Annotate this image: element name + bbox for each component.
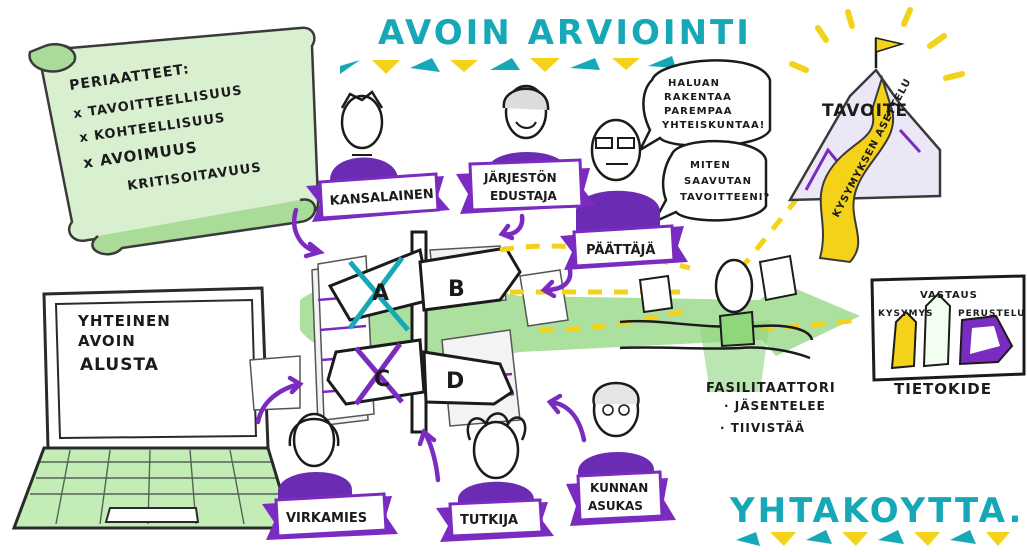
brand-underline-decoration [736, 530, 1010, 546]
crystal-perustelu: PERUSTELU [958, 309, 1025, 319]
role-org-line2: EDUSTAJA [490, 189, 558, 203]
goal-mountain: TAVOITE KYSYMYKSEN ASETTELU [787, 7, 965, 264]
facilitator-task-2: · TIIVISTÄÄ [720, 420, 805, 435]
speech-bubble-2: MITEN SAAVUTAN TAVOITTEENI? [651, 140, 770, 225]
laptop-platform: YHTEINEN AVOIN ALUSTA [11, 286, 295, 530]
role-decision-maker-label: PÄÄTTÄJÄ [586, 242, 655, 258]
brand-logo-text: YHTAKOYTTA.FI [729, 491, 1027, 531]
role-resident-line2: ASUKAS [588, 499, 643, 513]
bubble2-line1: MITEN [690, 160, 731, 171]
bubble1-line2: RAKENTAA [664, 92, 732, 103]
role-official-label: VIRKAMIES [286, 511, 367, 526]
knowledge-crystal: VASTAUS KYSYMYS PERUSTELU TIETOKIDE [870, 274, 1026, 398]
person-official [278, 412, 352, 506]
bubble1-line3: PAREMPAA [664, 106, 733, 117]
facilitator-figure: FASILITAATTORI · JÄSENTELEE · TIIVISTÄÄ [619, 254, 836, 435]
crystal-kysymys: KYSYMYS [878, 309, 933, 319]
title-group: AVOIN ARVIOINTI [340, 13, 752, 74]
role-researcher-label: TUTKIJA [460, 513, 518, 528]
goal-label: TAVOITE [822, 101, 908, 121]
platform-line-3: ALUSTA [80, 355, 159, 375]
role-citizen-label: KANSALAINEN [329, 187, 434, 209]
purple-arrows [255, 207, 587, 483]
person-municipal-resident [578, 381, 654, 486]
crystal-label: TIETOKIDE [894, 380, 992, 398]
diagram-title: AVOIN ARVIOINTI [378, 13, 752, 53]
principles-scroll: PERIAATTEET: x TAVOITTEELLISUUS x KOHTEE… [28, 26, 320, 256]
bubble1-line1: HALUAN [668, 78, 720, 89]
bubble2-line2: SAAVUTAN [684, 176, 752, 187]
bubble2-line3: TAVOITTEENI? [680, 192, 770, 203]
ribbon-municipal-resident: KUNNAN ASUKAS [566, 470, 676, 526]
platform-line-2: AVOIN [78, 332, 136, 350]
person-decision-maker [576, 118, 660, 232]
facilitator-task-1: · JÄSENTELEE [724, 398, 826, 413]
ribbon-official: VIRKAMIES [262, 492, 398, 540]
sign-c-label: C [374, 367, 391, 392]
sign-d-label: D [446, 369, 465, 394]
sign-b-label: B [448, 277, 466, 302]
ribbon-decision-maker: PÄÄTTÄJÄ [560, 224, 688, 270]
platform-line-1: YHTEINEN [77, 312, 171, 330]
brand-group: YHTAKOYTTA.FI [729, 491, 1027, 546]
signpost: A B C D [326, 230, 522, 434]
role-resident-line1: KUNNAN [590, 481, 648, 495]
role-org-line1: JÄRJESTÖN [483, 170, 557, 185]
sign-a-label: A [372, 281, 390, 306]
crystal-vastaus: VASTAUS [920, 290, 978, 301]
ribbon-citizen: KANSALAINEN [306, 172, 450, 222]
ribbon-researcher: TUTKIJA [436, 498, 554, 542]
ribbon-organization-rep: JÄRJESTÖN EDUSTAJA [456, 158, 596, 214]
speech-bubble-1: HALUAN RAKENTAA PAREMPAA YHTEISKUNTAA! [636, 59, 772, 154]
title-underline-decoration [340, 56, 676, 74]
bubble1-line4: YHTEISKUNTAA! [661, 120, 765, 131]
sunburst-dashes [789, 7, 965, 81]
person-researcher [458, 412, 534, 514]
facilitator-title: FASILITAATTORI [706, 381, 836, 396]
